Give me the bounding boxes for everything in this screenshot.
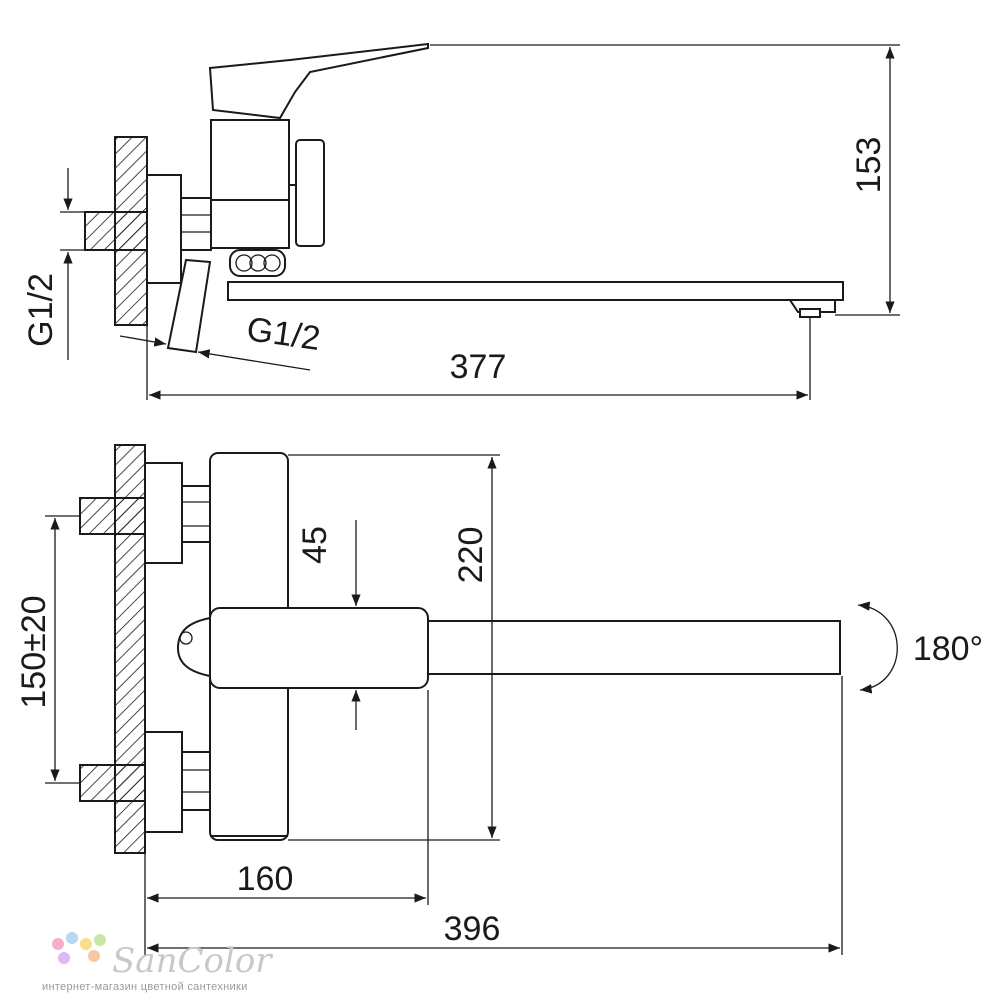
- shower-outlet-side: [166, 258, 212, 354]
- diverter-cap-top: [176, 616, 211, 678]
- diverter-knob-side: [295, 139, 325, 247]
- lever-handle-side: [208, 42, 429, 120]
- side-view-dimensions: 153 G1/2 G1/2 377: [22, 44, 900, 400]
- inlet-pipe-top-upper: [79, 497, 146, 535]
- watermark-dots: [52, 932, 106, 964]
- nut-top-upper: [181, 485, 211, 543]
- eccentric-nut-side: [180, 197, 212, 251]
- watermark-dot: [88, 950, 100, 962]
- escutcheon-top-upper: [144, 462, 183, 564]
- lever-handle-top: [209, 607, 429, 689]
- side-view: [84, 42, 844, 354]
- dim-length-377: 377: [450, 348, 507, 386]
- watermark-dot: [94, 934, 106, 946]
- watermark-logo: SanColor: [112, 941, 273, 981]
- rotation-arc: [857, 601, 898, 694]
- dim-spacing-150: 150±20: [15, 595, 53, 708]
- inlet-pipe-top-lower: [79, 764, 146, 802]
- dim-thread-left: G1/2: [22, 273, 60, 347]
- watermark: SanColor интернет-магазин цветной сантех…: [42, 932, 273, 993]
- dim-length-396: 396: [444, 910, 501, 948]
- mixer-body-side: [210, 119, 290, 249]
- dim-height-153: 153: [850, 137, 888, 194]
- dim-thread-diag: G1/2: [244, 310, 322, 358]
- top-view-dimensions: 220 45 150±20 180° 160 396: [15, 454, 983, 955]
- inlet-pipe-side: [84, 211, 148, 251]
- dim-depth-160: 160: [237, 860, 294, 898]
- escutcheon-side: [146, 174, 182, 284]
- spout-side: [227, 281, 844, 301]
- nut-top-lower: [181, 751, 211, 811]
- watermark-dot: [52, 938, 64, 950]
- watermark-dot: [80, 938, 92, 950]
- escutcheon-top-lower: [144, 731, 183, 833]
- spout-nut-side: [229, 249, 286, 277]
- watermark-dot: [58, 952, 70, 964]
- dim-height-220: 220: [452, 527, 490, 584]
- dim-width-45: 45: [296, 526, 334, 564]
- watermark-dot: [66, 932, 78, 944]
- watermark-subtitle: интернет-магазин цветной сантехники: [42, 981, 248, 993]
- top-view: [79, 444, 898, 854]
- spout-top: [427, 620, 841, 675]
- dim-rotation-180: 180°: [913, 630, 983, 668]
